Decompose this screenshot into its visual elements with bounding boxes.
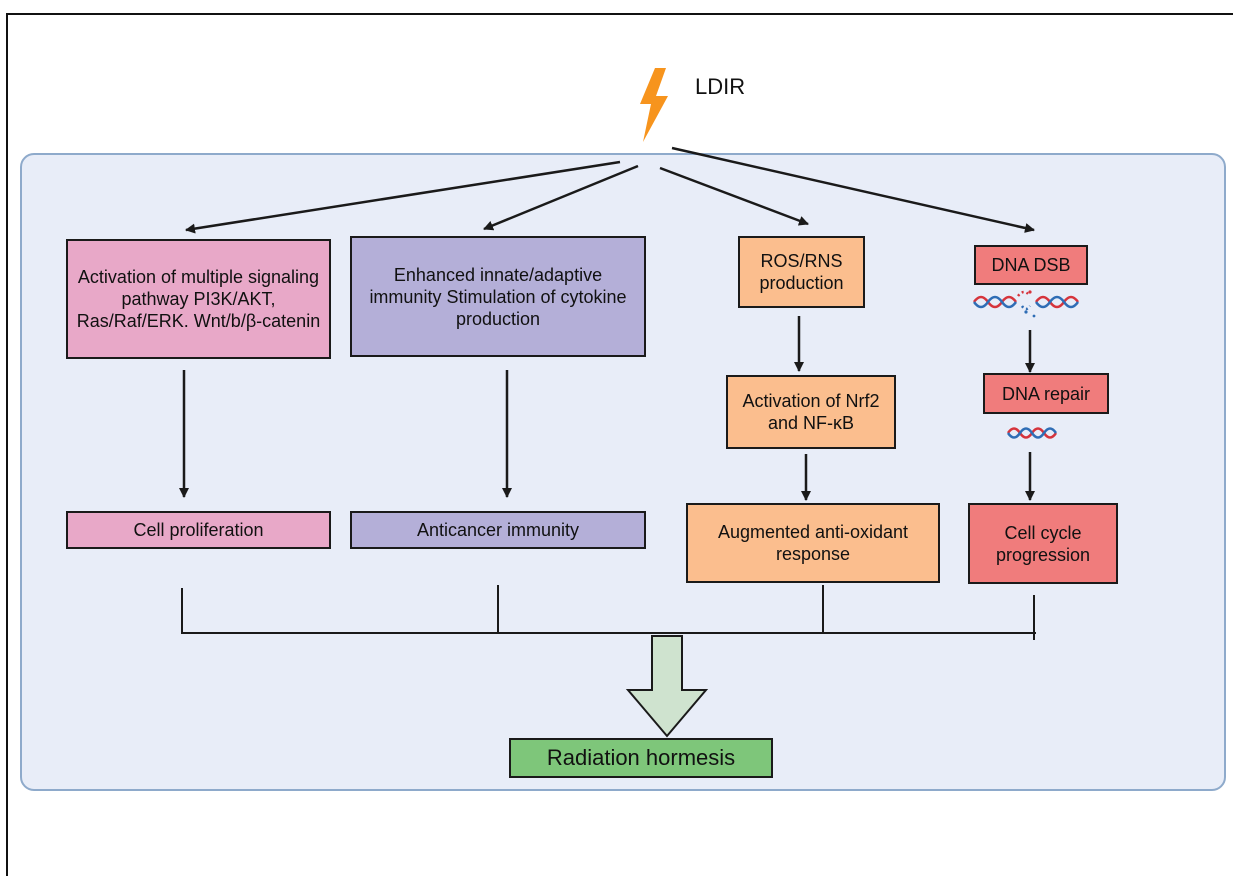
arrow-ldir-to-immunity <box>483 164 639 231</box>
merge-bracket <box>181 585 1036 640</box>
box-dna-repair: DNA repair <box>983 373 1109 414</box>
figure-frame <box>6 13 1233 876</box>
dna-broken-icon <box>972 290 1080 318</box>
box-antioxidant-response: Augmented anti-oxidant response <box>686 503 940 583</box>
box-signaling-pathways: Activation of multiple signaling pathway… <box>66 239 331 359</box>
box-radiation-hormesis: Radiation hormesis <box>509 738 773 778</box>
box-cell-cycle-progression: Cell cycle progression <box>968 503 1118 584</box>
box-cell-proliferation: Cell proliferation <box>66 511 331 549</box>
box-immunity: Enhanced innate/adaptive immunity Stimul… <box>350 236 646 357</box>
lightning-icon <box>640 68 668 142</box>
arrow-ldir-to-ros <box>659 166 809 226</box>
arrow-ldir-to-signaling <box>185 160 621 234</box>
arrow-ldir-to-dsb <box>671 146 1035 233</box>
box-ros-rns: ROS/RNS production <box>738 236 865 308</box>
box-nrf2-nfkb: Activation of Nrf2 and NF-κB <box>726 375 896 449</box>
ldir-label: LDIR <box>695 74 746 99</box>
box-anticancer-immunity: Anticancer immunity <box>350 511 646 549</box>
dna-repaired-icon <box>1006 427 1058 439</box>
box-dna-dsb: DNA DSB <box>974 245 1088 285</box>
big-down-arrow <box>625 635 709 738</box>
